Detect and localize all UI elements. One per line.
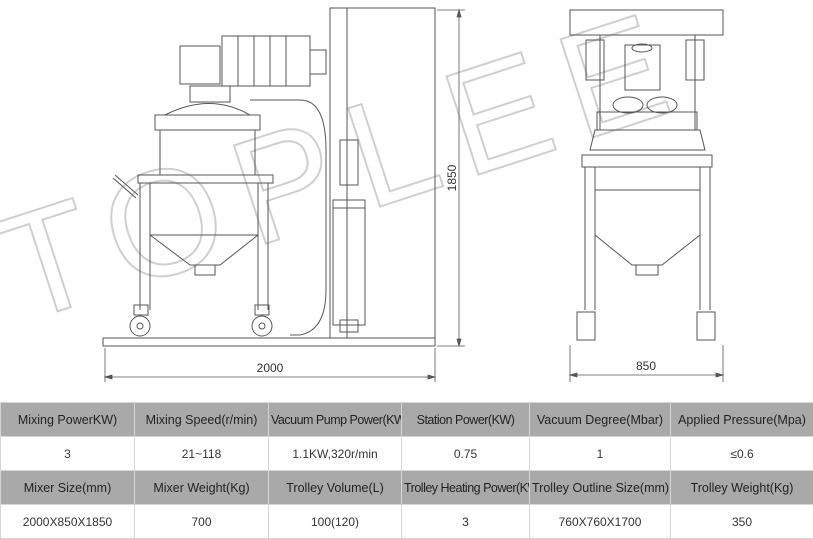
table-header-row: Mixer Size(mm) Mixer Weight(Kg) Trolley … — [1, 471, 813, 505]
table-row: 3 21~118 1.1KW,320r/min 0.75 1 ≤0.6 — [1, 437, 813, 471]
value-cell: 0.75 — [402, 437, 530, 471]
value-cell: 350 — [671, 505, 813, 539]
header-cell: Trolley Heating Power(KW) — [402, 471, 530, 505]
header-cell: Vacuum Pump Power(KW) — [269, 403, 402, 437]
header-cell: Mixer Size(mm) — [1, 471, 135, 505]
value-cell: 3 — [1, 437, 135, 471]
value-cell: ≤0.6 — [671, 437, 813, 471]
value-cell: 100(120) — [269, 505, 402, 539]
value-cell: 700 — [135, 505, 269, 539]
table-header-row: Mixing PowerKW) Mixing Speed(r/min) Vacu… — [1, 403, 813, 437]
front-width-dimension: 2000 — [257, 361, 284, 375]
header-cell: Mixing PowerKW) — [1, 403, 135, 437]
header-cell: Trolley Outline Size(mm) — [530, 471, 671, 505]
header-cell: Mixing Speed(r/min) — [135, 403, 269, 437]
spec-table: Mixing PowerKW) Mixing Speed(r/min) Vacu… — [0, 402, 813, 539]
header-cell: Trolley Weight(Kg) — [671, 471, 813, 505]
value-cell: 760X760X1700 — [530, 505, 671, 539]
height-dimension: 1850 — [445, 164, 459, 191]
header-cell: Trolley Volume(L) — [269, 471, 402, 505]
value-cell: 1.1KW,320r/min — [269, 437, 402, 471]
watermark: TOPLEE — [0, 0, 705, 354]
value-cell: 3 — [402, 505, 530, 539]
value-cell: 21~118 — [135, 437, 269, 471]
header-cell: Applied Pressure(Mpa) — [671, 403, 813, 437]
side-width-dimension: 850 — [636, 359, 656, 373]
header-cell: Station Power(KW) — [402, 403, 530, 437]
value-cell: 2000X850X1850 — [1, 505, 135, 539]
value-cell: 1 — [530, 437, 671, 471]
header-cell: Mixer Weight(Kg) — [135, 471, 269, 505]
equipment-drawing: TOPLEE — [0, 0, 813, 400]
table-row: 2000X850X1850 700 100(120) 3 760X760X170… — [1, 505, 813, 539]
header-cell: Vacuum Degree(Mbar) — [530, 403, 671, 437]
